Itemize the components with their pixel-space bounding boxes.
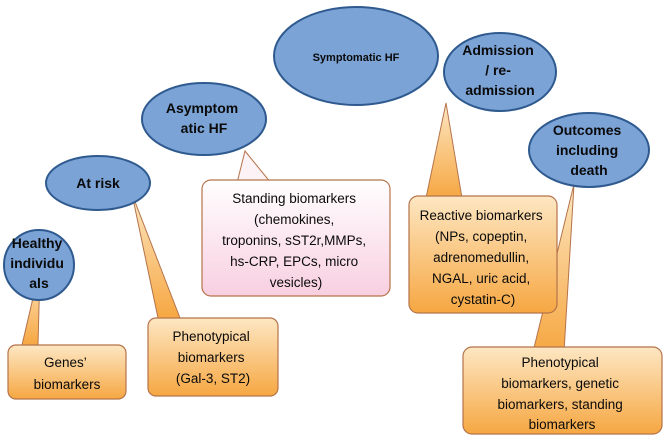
stage-asymptomatic-line-1: Asymptom [166,100,238,116]
stage-symptomatic: Symptomatic HF [273,6,439,106]
callout-standing-line-1: Standing biomarkers [232,191,356,206]
callout-phenotypical-late: Phenotypical biomarkers, genetic biomark… [462,346,663,435]
stage-outcomes-line-3: death [570,162,607,178]
callout-phenotypical-early: Phenotypical biomarkers (Gal-3, ST2) [147,317,279,397]
callout-phenotypical-late-line-4: biomarkers [529,417,596,432]
stage-outcomes: Outcomes including death [528,112,650,188]
callout-phenotypical-late-line-1: Phenotypical [521,355,598,370]
callout-pointer-phenotypical-early [131,193,181,319]
stage-admission-line-2: / re- [485,62,511,78]
stage-outcomes-line-2: including [556,142,618,158]
callout-standing-line-2: (chemokines, [254,212,334,227]
callout-genes: Genes’ biomarkers [7,344,127,400]
callout-genes-line-2: biomarkers [34,377,101,392]
callout-reactive-line-1: Reactive biomarkers [420,208,543,223]
svg-text:Admission / re- ad: Admission / re- admission [462,42,537,98]
stage-healthy: Healthy individu als [3,229,75,301]
callout-genes-line-1: Genes’ [44,355,87,370]
callout-reactive-line-4: NGAL, uric acid, [432,271,530,286]
svg-text:Standing biomarkers (che: Standing biomarkers (chemokines, troponi… [222,191,370,290]
callout-phenotypical-late-line-3: biomarkers, standing [497,397,622,412]
svg-text:Reactive biomarkers (NPs: Reactive biomarkers (NPs, copeptin, adre… [420,208,547,307]
callout-pointer-reactive [425,102,463,199]
callout-reactive-line-5: cystatin-C) [451,292,516,307]
stage-healthy-line-3: als [29,275,49,291]
callout-phenotypical-late-line-2: biomarkers, genetic [501,376,619,391]
stage-outcomes-line-1: Outcomes [553,122,622,138]
svg-text:Outcomes including: Outcomes including death [553,122,625,178]
callout-reactive: Reactive biomarkers (NPs, copeptin, adre… [408,195,558,314]
svg-text:Symptomatic HF: Symptomatic HF [313,52,400,64]
stage-asymptomatic: Asymptom atic HF [141,82,267,156]
callout-pointer-standing [236,149,273,184]
stage-symptomatic-line-1: Symptomatic HF [313,52,400,64]
svg-text:Genes’ biomarkers: Genes’ biomarkers [34,355,101,392]
stage-admission-line-3: admission [465,82,534,98]
stage-at-risk-line-1: At risk [76,175,120,191]
callout-standing: Standing biomarkers (chemokines, troponi… [201,179,391,297]
svg-text:Healthy individu a: Healthy individu als [10,235,68,291]
callout-standing-line-3: troponins, sST2r,MMPs, [222,233,366,248]
callout-phenotypical-early-line-3: (Gal-3, ST2) [176,371,250,386]
stage-healthy-line-1: Healthy [12,235,63,251]
stage-admission-line-1: Admission [462,42,534,58]
svg-text:Phenotypical biomarkers: Phenotypical biomarkers (Gal-3, ST2) [172,329,253,386]
callout-phenotypical-early-line-1: Phenotypical [172,329,249,344]
stage-admission: Admission / re- admission [443,32,557,112]
stage-asymptomatic-line-2: atic HF [181,120,228,136]
callout-reactive-line-2: (NPs, copeptin, [435,229,527,244]
callout-phenotypical-early-line-2: biomarkers [178,350,245,365]
stage-at-risk: At risk [45,155,151,211]
callout-standing-line-4: hs-CRP, EPCs, micro [230,254,358,269]
callout-standing-line-5: vesicles) [270,275,323,290]
svg-text:Phenotypical biomarkers,: Phenotypical biomarkers, genetic biomark… [497,355,626,432]
stage-healthy-line-2: individu [10,255,64,271]
svg-text:At risk: At risk [76,175,120,191]
svg-text:Asymptom atic HF: Asymptom atic HF [166,100,242,136]
callout-reactive-line-3: adrenomedullin, [433,250,529,265]
